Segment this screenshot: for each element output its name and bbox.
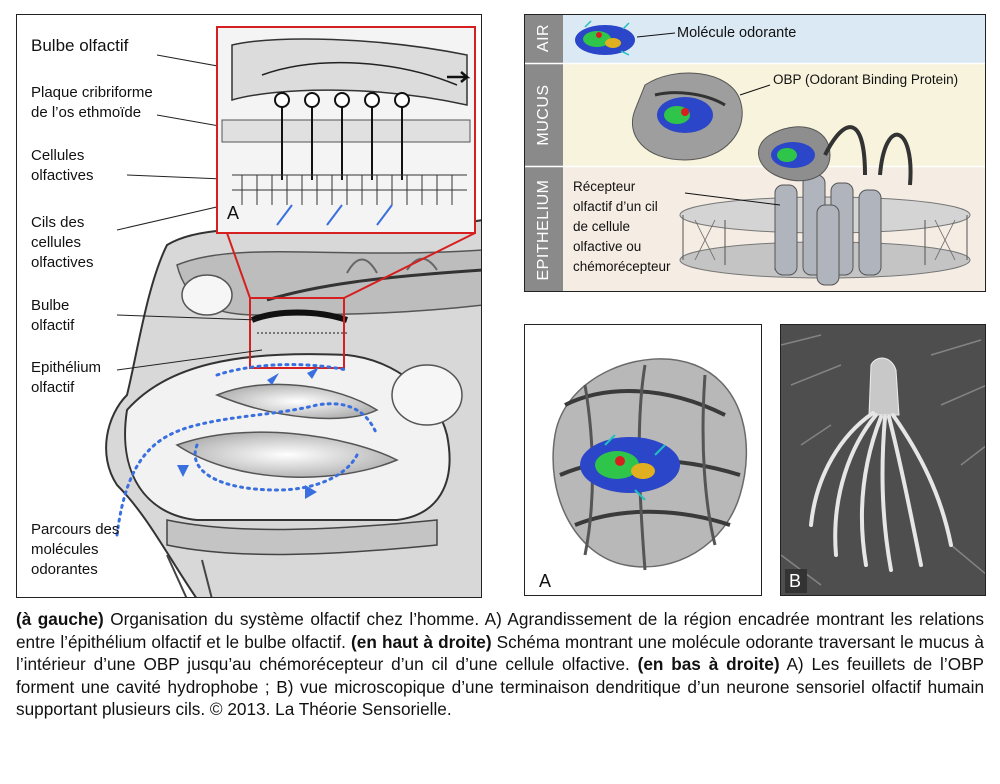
label-recepteur-2: olfactif d’un cil xyxy=(573,199,658,214)
obp-schema-illustration xyxy=(525,15,985,291)
figure-caption: (à gauche) Organisation du système olfac… xyxy=(16,608,984,721)
bottom-a-letter: A xyxy=(539,571,552,591)
inset-nerve-fibers xyxy=(261,61,458,86)
odorant-path xyxy=(115,363,379,537)
inset-neurons xyxy=(274,92,410,180)
caption-text-3: A) Les feuillets de l’OBP forment une ca… xyxy=(16,654,984,719)
obp-structure-render xyxy=(552,358,748,571)
receptor-loops xyxy=(823,125,913,186)
inset-cribriform-plate xyxy=(221,119,471,143)
label-bulbe: Bulbe xyxy=(31,297,70,314)
inset-signal-arrow xyxy=(447,71,471,83)
olfactory-bulb-strip xyxy=(250,309,348,323)
caption-text-2: Schéma montrant une molécule odorante tr… xyxy=(16,631,984,675)
label-bulbe-2: olfactif xyxy=(31,317,75,334)
bottom-b-letter: B xyxy=(789,571,802,591)
label-cils: Cils des xyxy=(31,214,85,231)
middle-turbinate xyxy=(175,431,399,478)
label-plaque-2: de l’os ethmoïde xyxy=(31,104,142,121)
air-sidebar xyxy=(525,15,563,63)
nasal-anatomy-illustration xyxy=(105,26,481,597)
band-label-mucus: MUCUS xyxy=(535,84,552,146)
label-epithelium-2: olfactif xyxy=(31,379,75,396)
caption-text-1: Organisation du système olfactif chez l’… xyxy=(16,609,984,652)
leader-lines xyxy=(116,54,268,371)
brain-edge xyxy=(266,268,481,302)
label-recepteur-4: olfactive ou xyxy=(573,239,642,254)
inset-blue-arrows xyxy=(276,204,393,226)
left-anatomy-panel: A Bulbe olfactif Plaque cribriforme de l… xyxy=(16,14,482,598)
label-bulbe-top: Bulbe olfactif xyxy=(31,36,129,55)
inset-bulb xyxy=(231,38,468,106)
microscopy-image xyxy=(781,325,985,595)
inset-a-letter: A xyxy=(227,203,240,223)
caption-bold-1: (à gauche) xyxy=(16,609,104,629)
band-label-epithelium: EPITHELIUM xyxy=(535,179,552,281)
label-cils-2: cellules xyxy=(31,234,82,251)
odorant-molecule xyxy=(575,20,635,56)
epithelium-sidebar xyxy=(525,167,563,291)
palate xyxy=(166,519,438,556)
label-recepteur-3: de cellule xyxy=(573,219,631,234)
caption-bold-2: (en haut à droite) xyxy=(351,631,492,652)
frontal-sinus xyxy=(181,274,233,316)
label-plaque: Plaque cribriforme xyxy=(31,84,153,101)
zoom-line-right xyxy=(343,232,476,299)
small-highlight-box xyxy=(249,297,345,369)
label-recepteur-5: chémorécepteur xyxy=(573,259,671,274)
label-parcours-3: odorantes xyxy=(31,561,98,578)
top-right-panel: AIR MUCUS EPITHELIUM Molécule odorante O… xyxy=(524,14,986,292)
mucus-sidebar xyxy=(525,64,563,166)
bottom-panel-a: A xyxy=(524,324,762,596)
inset-olfactory-cells xyxy=(232,174,467,205)
label-molecule: Molécule odorante xyxy=(677,25,797,41)
label-recepteur: Récepteur xyxy=(573,179,636,194)
obp-protein xyxy=(632,72,743,161)
receptor-cylinders xyxy=(774,174,882,286)
label-parcours-2: molécules xyxy=(31,541,99,558)
obp-at-receptor xyxy=(758,126,831,182)
bottom-panel-b: B xyxy=(780,324,986,596)
label-cils-3: olfactives xyxy=(31,254,94,271)
label-obp: OBP (Odorant Binding Protein) xyxy=(773,72,959,87)
label-cellules-2: olfactives xyxy=(31,167,94,184)
label-epithelium: Epithélium xyxy=(31,359,102,376)
sphenoid-sinus xyxy=(391,364,463,426)
band-label-air: AIR xyxy=(535,23,552,53)
teeth xyxy=(166,554,213,597)
caption-bold-3: (en bas à droite) xyxy=(637,654,780,674)
label-cellules: Cellules xyxy=(31,147,85,164)
label-parcours: Parcours des xyxy=(31,521,120,538)
zoom-line-left xyxy=(226,232,251,299)
